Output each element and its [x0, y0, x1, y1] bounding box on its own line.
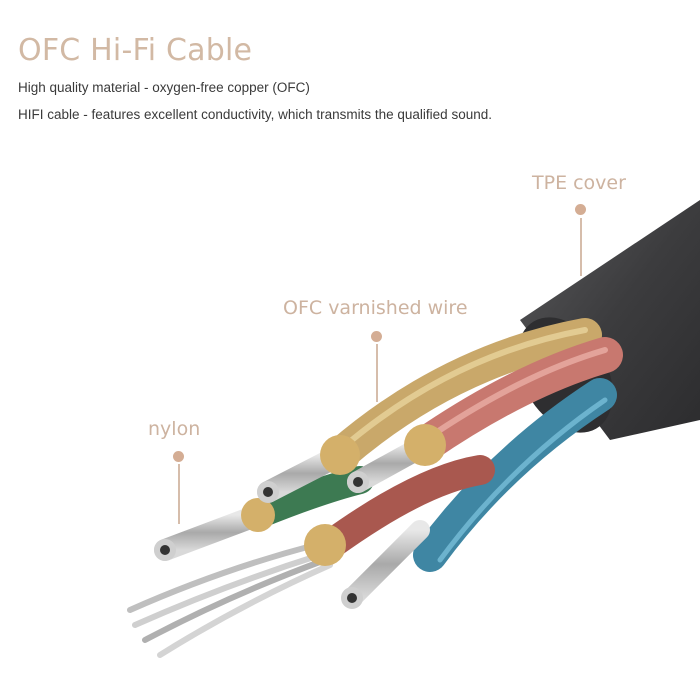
page-title: OFC Hi-Fi Cable — [18, 33, 253, 68]
strand-ends — [154, 424, 446, 609]
red-wire-bundle-lower — [315, 455, 495, 560]
callout-marker-nylon — [173, 451, 184, 462]
callout-line-ofc-varnished-wire — [376, 344, 378, 402]
red-wire-bundle — [407, 337, 623, 463]
description-line-2: HIFI cable - features excellent conducti… — [18, 107, 492, 122]
callout-marker-tpe-cover — [575, 204, 586, 215]
callout-line-nylon — [178, 464, 180, 524]
description-line-1: High quality material - oxygen-free copp… — [18, 80, 310, 95]
callout-label-nylon: nylon — [148, 418, 201, 440]
callout-label-tpe-cover: TPE cover — [532, 172, 626, 194]
blue-wire-bundle — [413, 378, 617, 572]
callout-marker-ofc-varnished-wire — [371, 331, 382, 342]
callout-label-ofc-varnished-wire: OFC varnished wire — [283, 297, 468, 319]
gold-wire-bundle — [323, 318, 602, 472]
callout-line-tpe-cover — [580, 218, 582, 276]
